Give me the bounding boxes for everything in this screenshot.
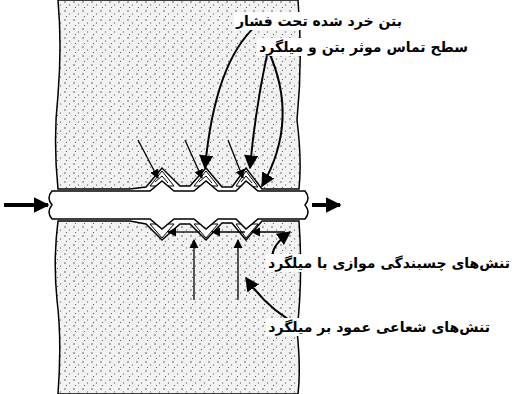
pull-arrow [312,203,340,207]
concrete-lower [55,221,300,394]
leader-lines [205,24,300,326]
pull-arrow [4,203,48,207]
callout-label: تنش‌های چسبندگی موازی با میلگرد [266,254,512,272]
callout-label: بتن خرد شده تحت فشار [234,12,404,30]
callout-label: سطح تماس موثر بتن و میلگرد [257,38,470,56]
stress-arrows [138,140,285,300]
callout-label: تنش‌های شعاعی عمود بر میلگرد [266,318,492,336]
rebar [49,181,308,229]
